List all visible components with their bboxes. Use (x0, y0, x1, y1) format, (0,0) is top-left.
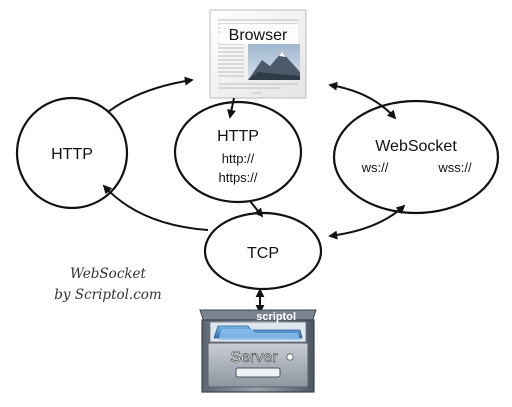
mountain-image-icon (248, 44, 300, 80)
websocket-label: WebSocket (375, 138, 457, 155)
server-label: Server (230, 349, 278, 366)
tcp-label: TCP (247, 245, 279, 262)
browser-label: Browser (229, 27, 288, 44)
websocket-node: WebSocket ws:// wss:// (332, 99, 500, 215)
credit-title: WebSocket (70, 266, 147, 282)
http-left-label: HTTP (51, 146, 93, 163)
http-left-node: HTTP (15, 96, 129, 210)
server-cabinet-icon (199, 309, 317, 393)
server-node: scriptol Server (199, 309, 317, 393)
arrow-browser-to-http (227, 97, 236, 119)
http-center-label: HTTP (217, 128, 259, 145)
arrows (102, 76, 406, 314)
http-scheme-text: http:// (222, 151, 255, 166)
arrow-browser-websocket (328, 81, 397, 120)
server-brand-label: scriptol (256, 311, 296, 323)
browser-node: Browser (209, 9, 307, 99)
credit-byline: by Scriptol.com (54, 287, 161, 303)
arrow-tcp-websocket (328, 204, 406, 240)
wss-scheme-text: wss:// (437, 160, 472, 175)
tcp-node: TCP (203, 211, 323, 291)
websocket-circle (332, 99, 500, 215)
arrow-tcp-to-http (102, 184, 209, 231)
https-scheme-text: https:// (218, 170, 257, 185)
ws-scheme-text: ws:// (361, 160, 389, 175)
arrow-http-to-browser (107, 76, 194, 113)
http-left-circle (15, 96, 129, 210)
http-center-node: HTTP http:// https:// (173, 100, 303, 204)
arrow-http-to-tcp (249, 200, 264, 218)
http-center-circle (173, 100, 303, 204)
